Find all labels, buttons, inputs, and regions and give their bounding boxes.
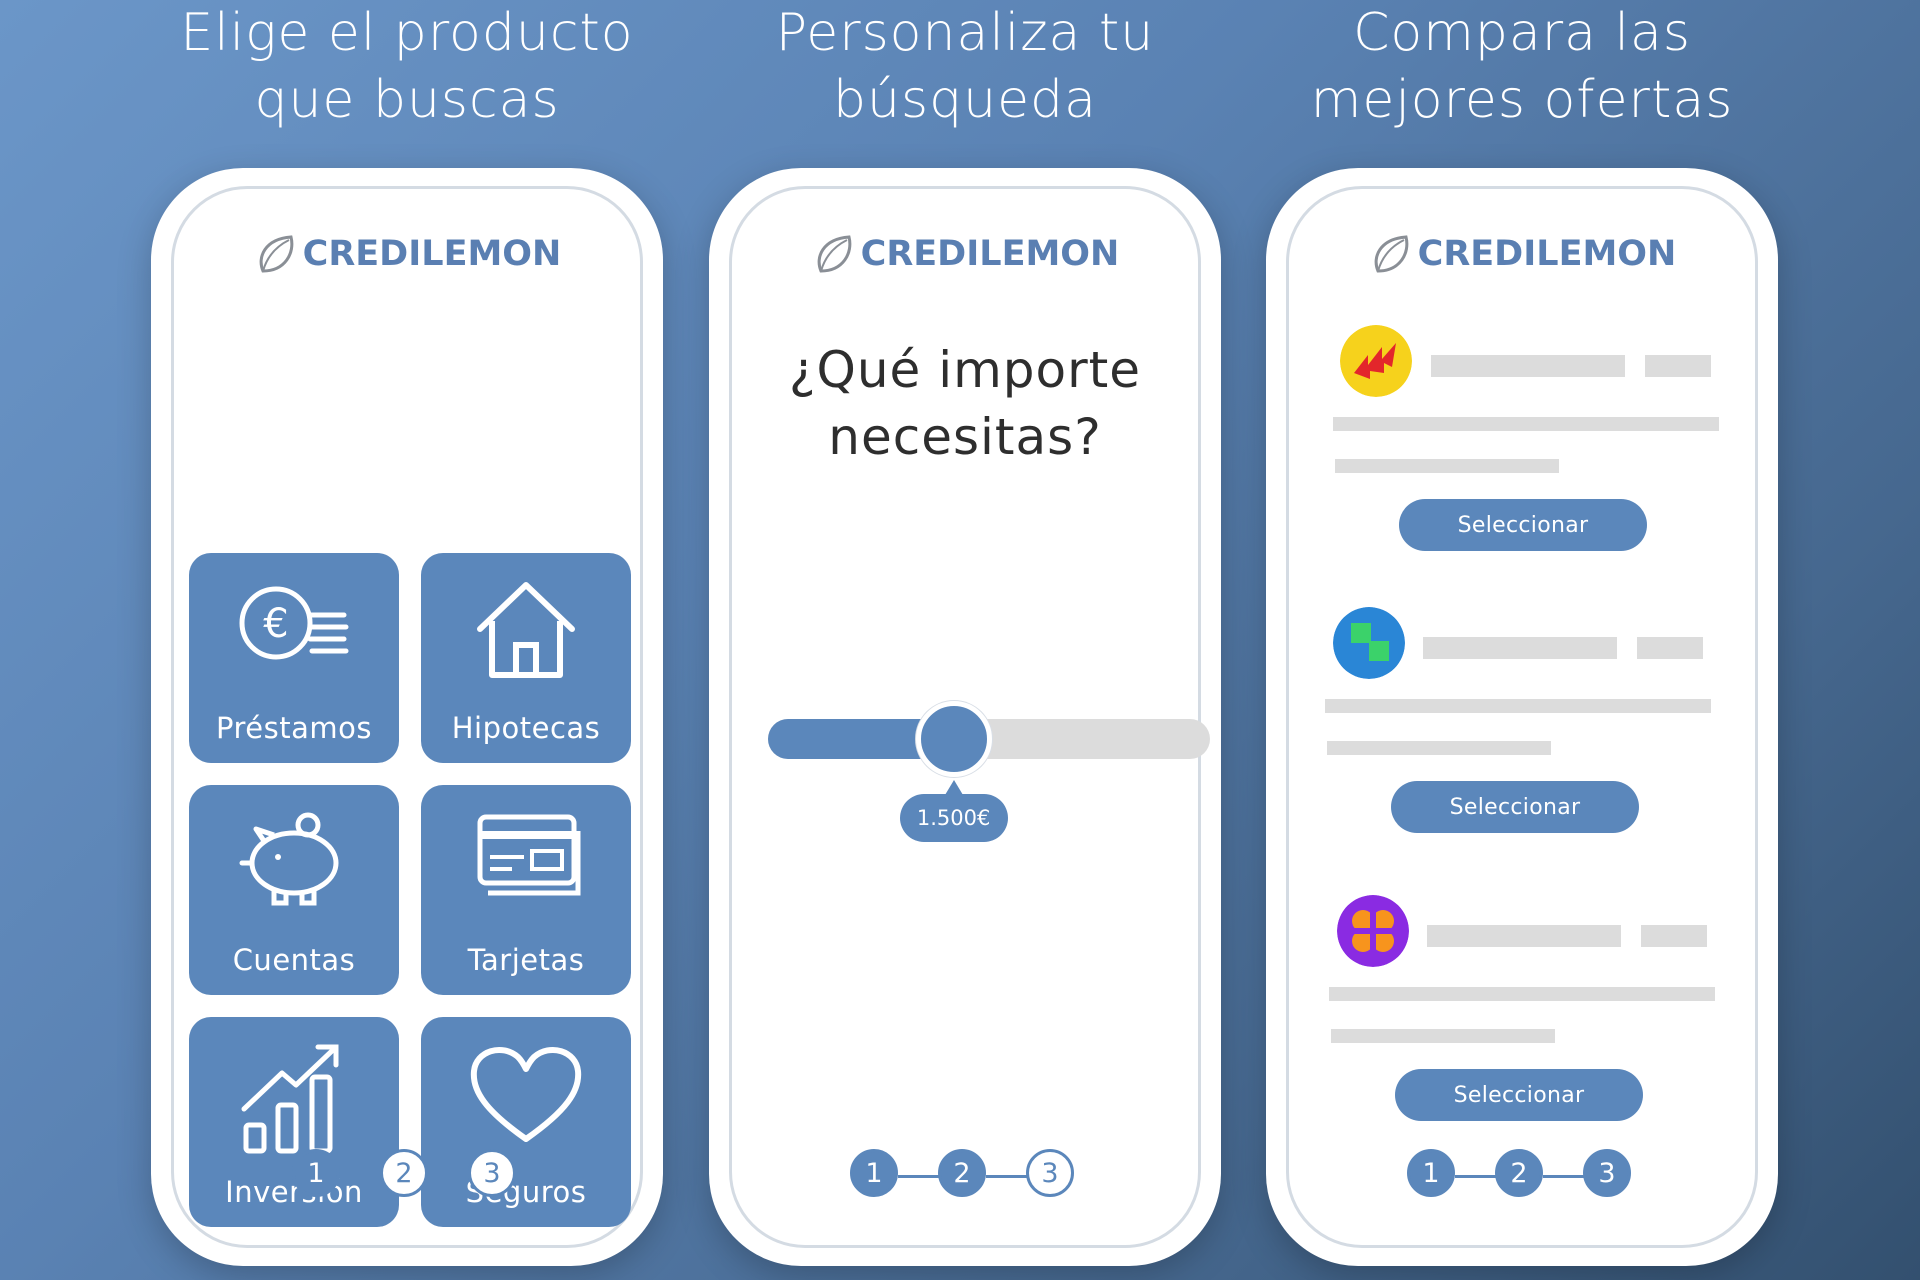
offer-card: Seleccionar xyxy=(1289,189,1755,833)
step-3: 3 xyxy=(1026,1149,1074,1197)
step-1: 1 xyxy=(1407,1149,1455,1197)
euro-coins-icon: € xyxy=(239,586,349,660)
product-tile-prestamos[interactable]: € Préstamos xyxy=(189,553,399,763)
amount-question: ¿Qué importe necesitas? xyxy=(732,337,1198,471)
credit-cards-icon xyxy=(477,814,581,896)
red-yellow-arrows-logo-icon xyxy=(1340,325,1412,397)
step-indicator: 1 2 3 xyxy=(732,1149,1198,1203)
heading-compare-offers: Compara las mejores ofertas xyxy=(1242,0,1802,134)
heading-line: Elige el producto xyxy=(180,3,634,63)
phone-screen: CREDILEMON ¿Qué importe necesitas? 1.500… xyxy=(729,186,1210,1248)
product-label: Préstamos xyxy=(216,711,372,745)
step-1: 1 xyxy=(292,1149,340,1197)
placeholder-line xyxy=(1327,741,1551,755)
brand-logo: CREDILEMON xyxy=(732,231,1198,277)
step-connector xyxy=(1455,1175,1519,1178)
step-connector xyxy=(986,1175,1050,1178)
placeholder-line xyxy=(1329,987,1715,1001)
heading-line: Compara las xyxy=(1353,3,1691,63)
step-2: 2 xyxy=(1495,1149,1543,1197)
placeholder-line xyxy=(1331,1029,1555,1043)
product-label: Hipotecas xyxy=(451,711,601,745)
product-tile-hipotecas[interactable]: Hipotecas xyxy=(421,553,631,763)
phone-product-selection: CREDILEMON € Préstamos Hipotecas xyxy=(151,168,663,1266)
heading-line: Personaliza tu xyxy=(775,3,1155,63)
lemon-leaf-icon xyxy=(817,235,851,273)
product-label: Cuentas xyxy=(232,943,356,977)
step-connector xyxy=(1543,1175,1607,1178)
lemon-leaf-icon xyxy=(1374,235,1408,273)
brand-logo: CREDILEMON xyxy=(1289,231,1755,277)
step-connector xyxy=(340,1175,404,1178)
growth-chart-icon xyxy=(241,1044,339,1154)
house-icon xyxy=(477,582,575,678)
phone-compare-offers: CREDILEMON Seleccionar Sele xyxy=(1266,168,1778,1266)
step-2: 2 xyxy=(938,1149,986,1197)
placeholder-line xyxy=(1333,417,1719,431)
step-connector xyxy=(428,1175,492,1178)
select-offer-button[interactable]: Seleccionar xyxy=(1399,499,1647,551)
product-tile-tarjetas[interactable]: Tarjetas xyxy=(421,785,631,995)
placeholder-line xyxy=(1641,925,1707,947)
brand-name: CREDILEMON xyxy=(302,234,562,274)
question-line: ¿Qué importe xyxy=(788,341,1142,399)
placeholder-line xyxy=(1645,355,1711,377)
question-line: necesitas? xyxy=(828,408,1102,466)
heading-choose-product: Elige el producto que buscas xyxy=(127,0,687,134)
placeholder-line xyxy=(1325,699,1711,713)
placeholder-line xyxy=(1431,355,1625,377)
phone-customize-search: CREDILEMON ¿Qué importe necesitas? 1.500… xyxy=(709,168,1221,1266)
select-offer-button[interactable]: Seleccionar xyxy=(1391,781,1639,833)
offer-card: Seleccionar xyxy=(1289,189,1755,1121)
product-tile-inversion[interactable]: Inversión xyxy=(189,1017,399,1227)
select-offer-button[interactable]: Seleccionar xyxy=(1395,1069,1643,1121)
lemon-leaf-icon xyxy=(259,235,293,273)
blue-green-squares-logo-icon xyxy=(1333,607,1405,679)
phone-screen: CREDILEMON Seleccionar Sele xyxy=(1286,186,1758,1248)
product-tile-cuentas[interactable]: Cuentas xyxy=(189,785,399,995)
phone-screen: CREDILEMON € Préstamos Hipotecas xyxy=(171,186,643,1248)
step-2: 2 xyxy=(380,1149,428,1197)
heading-line: búsqueda xyxy=(833,70,1097,130)
step-3: 3 xyxy=(468,1149,516,1197)
piggy-bank-icon xyxy=(239,812,339,906)
brand-name: CREDILEMON xyxy=(860,234,1120,274)
orange-purple-flower-logo-icon xyxy=(1337,895,1409,967)
offer-card: Seleccionar xyxy=(1289,189,1755,551)
heading-line: mejores ofertas xyxy=(1310,70,1734,130)
brand-logo: CREDILEMON xyxy=(174,231,640,277)
heading-line: que buscas xyxy=(254,70,560,130)
amount-slider-handle[interactable] xyxy=(915,701,992,777)
step-3: 3 xyxy=(1583,1149,1631,1197)
step-indicator: 1 2 3 xyxy=(174,1149,640,1203)
step-1: 1 xyxy=(850,1149,898,1197)
product-tile-seguros[interactable]: Seguros xyxy=(421,1017,631,1227)
brand-name: CREDILEMON xyxy=(1417,234,1677,274)
heart-icon xyxy=(470,1046,582,1142)
svg-text:€: € xyxy=(263,601,288,647)
product-label: Tarjetas xyxy=(467,943,585,977)
placeholder-line xyxy=(1637,637,1703,659)
step-indicator: 1 2 3 xyxy=(1289,1149,1755,1203)
step-connector xyxy=(898,1175,962,1178)
amount-value-badge: 1.500€ xyxy=(899,794,1008,842)
placeholder-line xyxy=(1427,925,1621,947)
heading-customize-search: Personaliza tu búsqueda xyxy=(685,0,1245,134)
placeholder-line xyxy=(1335,459,1559,473)
placeholder-line xyxy=(1423,637,1617,659)
